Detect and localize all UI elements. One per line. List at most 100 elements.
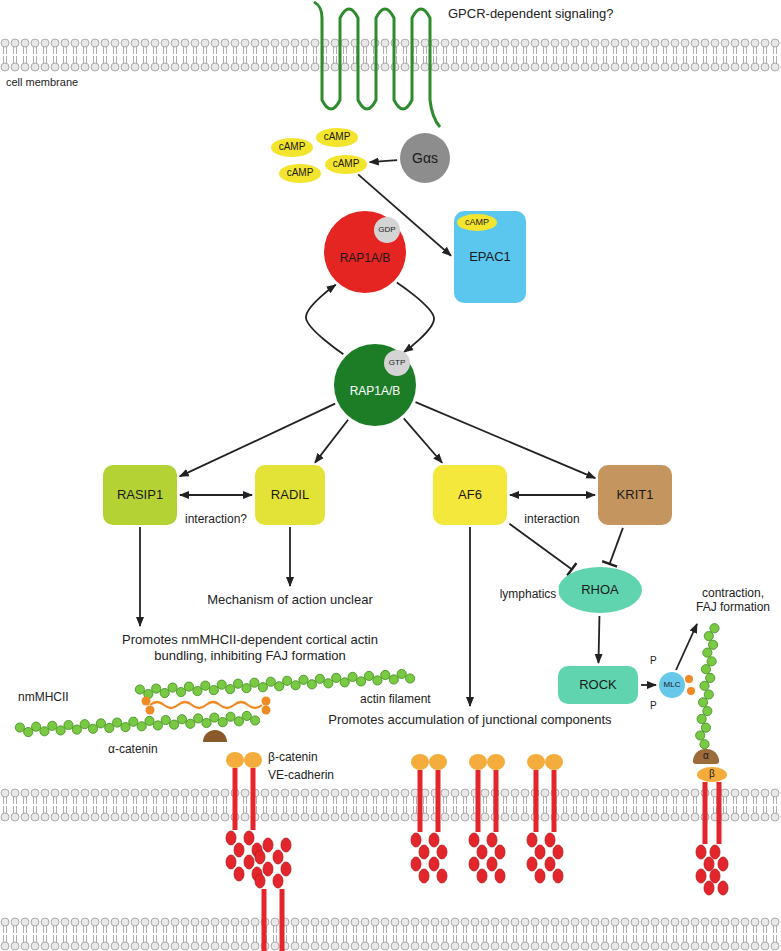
cadherin-rod [280, 889, 285, 951]
actin-monomer [704, 631, 713, 640]
cadherin-domain [527, 857, 537, 871]
actin-monomer [703, 648, 712, 657]
gtpase-inactive: RAP1A/BGDP [324, 211, 406, 293]
cadherin-domain [419, 869, 429, 883]
actin-monomer [96, 719, 105, 728]
actin-monomer [315, 674, 324, 683]
edge-label: interaction? [183, 512, 249, 526]
actin-monomer [209, 686, 218, 695]
myosin-head [685, 675, 693, 683]
cadherin-domain [429, 833, 439, 847]
actin-monomer [226, 712, 235, 721]
connector [609, 528, 623, 565]
nucleotide: GTP [384, 350, 410, 376]
actin-monomer [258, 683, 267, 692]
camp-molecule: cAMP [271, 138, 313, 157]
actin-monomer [15, 723, 24, 732]
edge-label: interaction [522, 512, 581, 526]
actin-monomer [373, 676, 382, 685]
node-label: cAMP [279, 141, 306, 153]
cadherin-domain [527, 833, 537, 847]
actin-monomer [105, 723, 114, 732]
cadherin-domain [411, 857, 421, 871]
actin-monomer [129, 717, 138, 726]
actin-monomer [24, 727, 33, 736]
annotation-text: nmMHCII [18, 690, 69, 704]
cadherin-domain [255, 874, 265, 888]
camp-molecule: cAMP [279, 164, 321, 183]
ve-cadherin [429, 770, 447, 883]
annotation-text: β-catenin [268, 750, 318, 764]
kinase-box: ROCK [558, 666, 638, 704]
effector-box: KRIT1 [598, 465, 672, 525]
node-label: cAMP [333, 158, 360, 170]
cadherin-rod [534, 770, 539, 832]
actin-monomer [186, 719, 195, 728]
node-label: ROCK [579, 678, 617, 693]
myosin-head [142, 697, 151, 706]
cadherin-domain [487, 857, 497, 871]
actin-monomer [324, 679, 333, 688]
actin-monomer [184, 682, 193, 691]
annotation-text: VE-cadherin [268, 768, 334, 782]
actin-monomer [64, 720, 73, 729]
effector-box: AF6 [433, 465, 507, 525]
actin-monomer [364, 671, 373, 680]
myosin-light-chain: MLC [659, 672, 685, 698]
annotation-text: α-catenin [108, 742, 158, 756]
cadherin-domain [281, 838, 291, 852]
ve-cadherin [226, 768, 244, 881]
actin-monomer [201, 681, 210, 690]
actin-monomer [703, 706, 712, 715]
node-label: KRIT1 [617, 488, 654, 503]
actin-monomer [160, 688, 169, 697]
actin-monomer [406, 674, 415, 683]
cadherin-domain [718, 881, 728, 895]
actin-monomer [708, 640, 717, 649]
cadherin-rod [717, 782, 722, 844]
actin-monomer [275, 682, 284, 691]
cadherin-rod [233, 768, 238, 830]
node-label: cAMP [465, 217, 489, 227]
actin-monomer [701, 665, 710, 674]
cadherin-domain [273, 850, 283, 864]
ve-cadherin [527, 770, 545, 883]
beta-catenin-shape [527, 754, 545, 770]
actin-monomer [161, 715, 170, 724]
ve-cadherin [273, 838, 291, 951]
ve-cadherin [487, 770, 505, 883]
edge-label: lymphatics [498, 587, 559, 601]
cadherin-domain [411, 833, 421, 847]
cadherin-domain [419, 845, 429, 859]
connector [509, 524, 572, 570]
actin-monomer [218, 718, 227, 727]
actin-monomer [397, 669, 406, 678]
myosin-filament [150, 702, 262, 708]
actin-filament [15, 711, 259, 736]
actin-monomer [283, 676, 292, 685]
camp-molecule: cAMP [325, 155, 367, 174]
cadherin-domain [263, 838, 273, 852]
actin-monomer [698, 698, 707, 707]
actin-monomer [291, 681, 300, 690]
node-label: RHOA [581, 583, 619, 598]
cadherin-domain [437, 845, 447, 859]
myosin-head [262, 706, 271, 715]
cadherin-domain [226, 831, 236, 845]
myosin-head [262, 697, 271, 706]
cadherin-domain [469, 833, 479, 847]
cadherin-domain [273, 874, 283, 888]
cadherin-domain [535, 845, 545, 859]
cadherin-domain [495, 869, 505, 883]
actin-monomer [340, 678, 349, 687]
actin-monomer [56, 726, 65, 735]
actin-monomer [152, 684, 161, 693]
node-label: β [709, 768, 715, 780]
annotation-text: cell membrane [6, 76, 78, 89]
beta-catenin-shape [244, 752, 262, 768]
ve-cadherin [710, 782, 728, 895]
actin-monomer [250, 678, 259, 687]
ve-cadherin [545, 770, 563, 883]
beta-catenin-shape [411, 754, 429, 770]
actin-monomer [696, 731, 705, 740]
